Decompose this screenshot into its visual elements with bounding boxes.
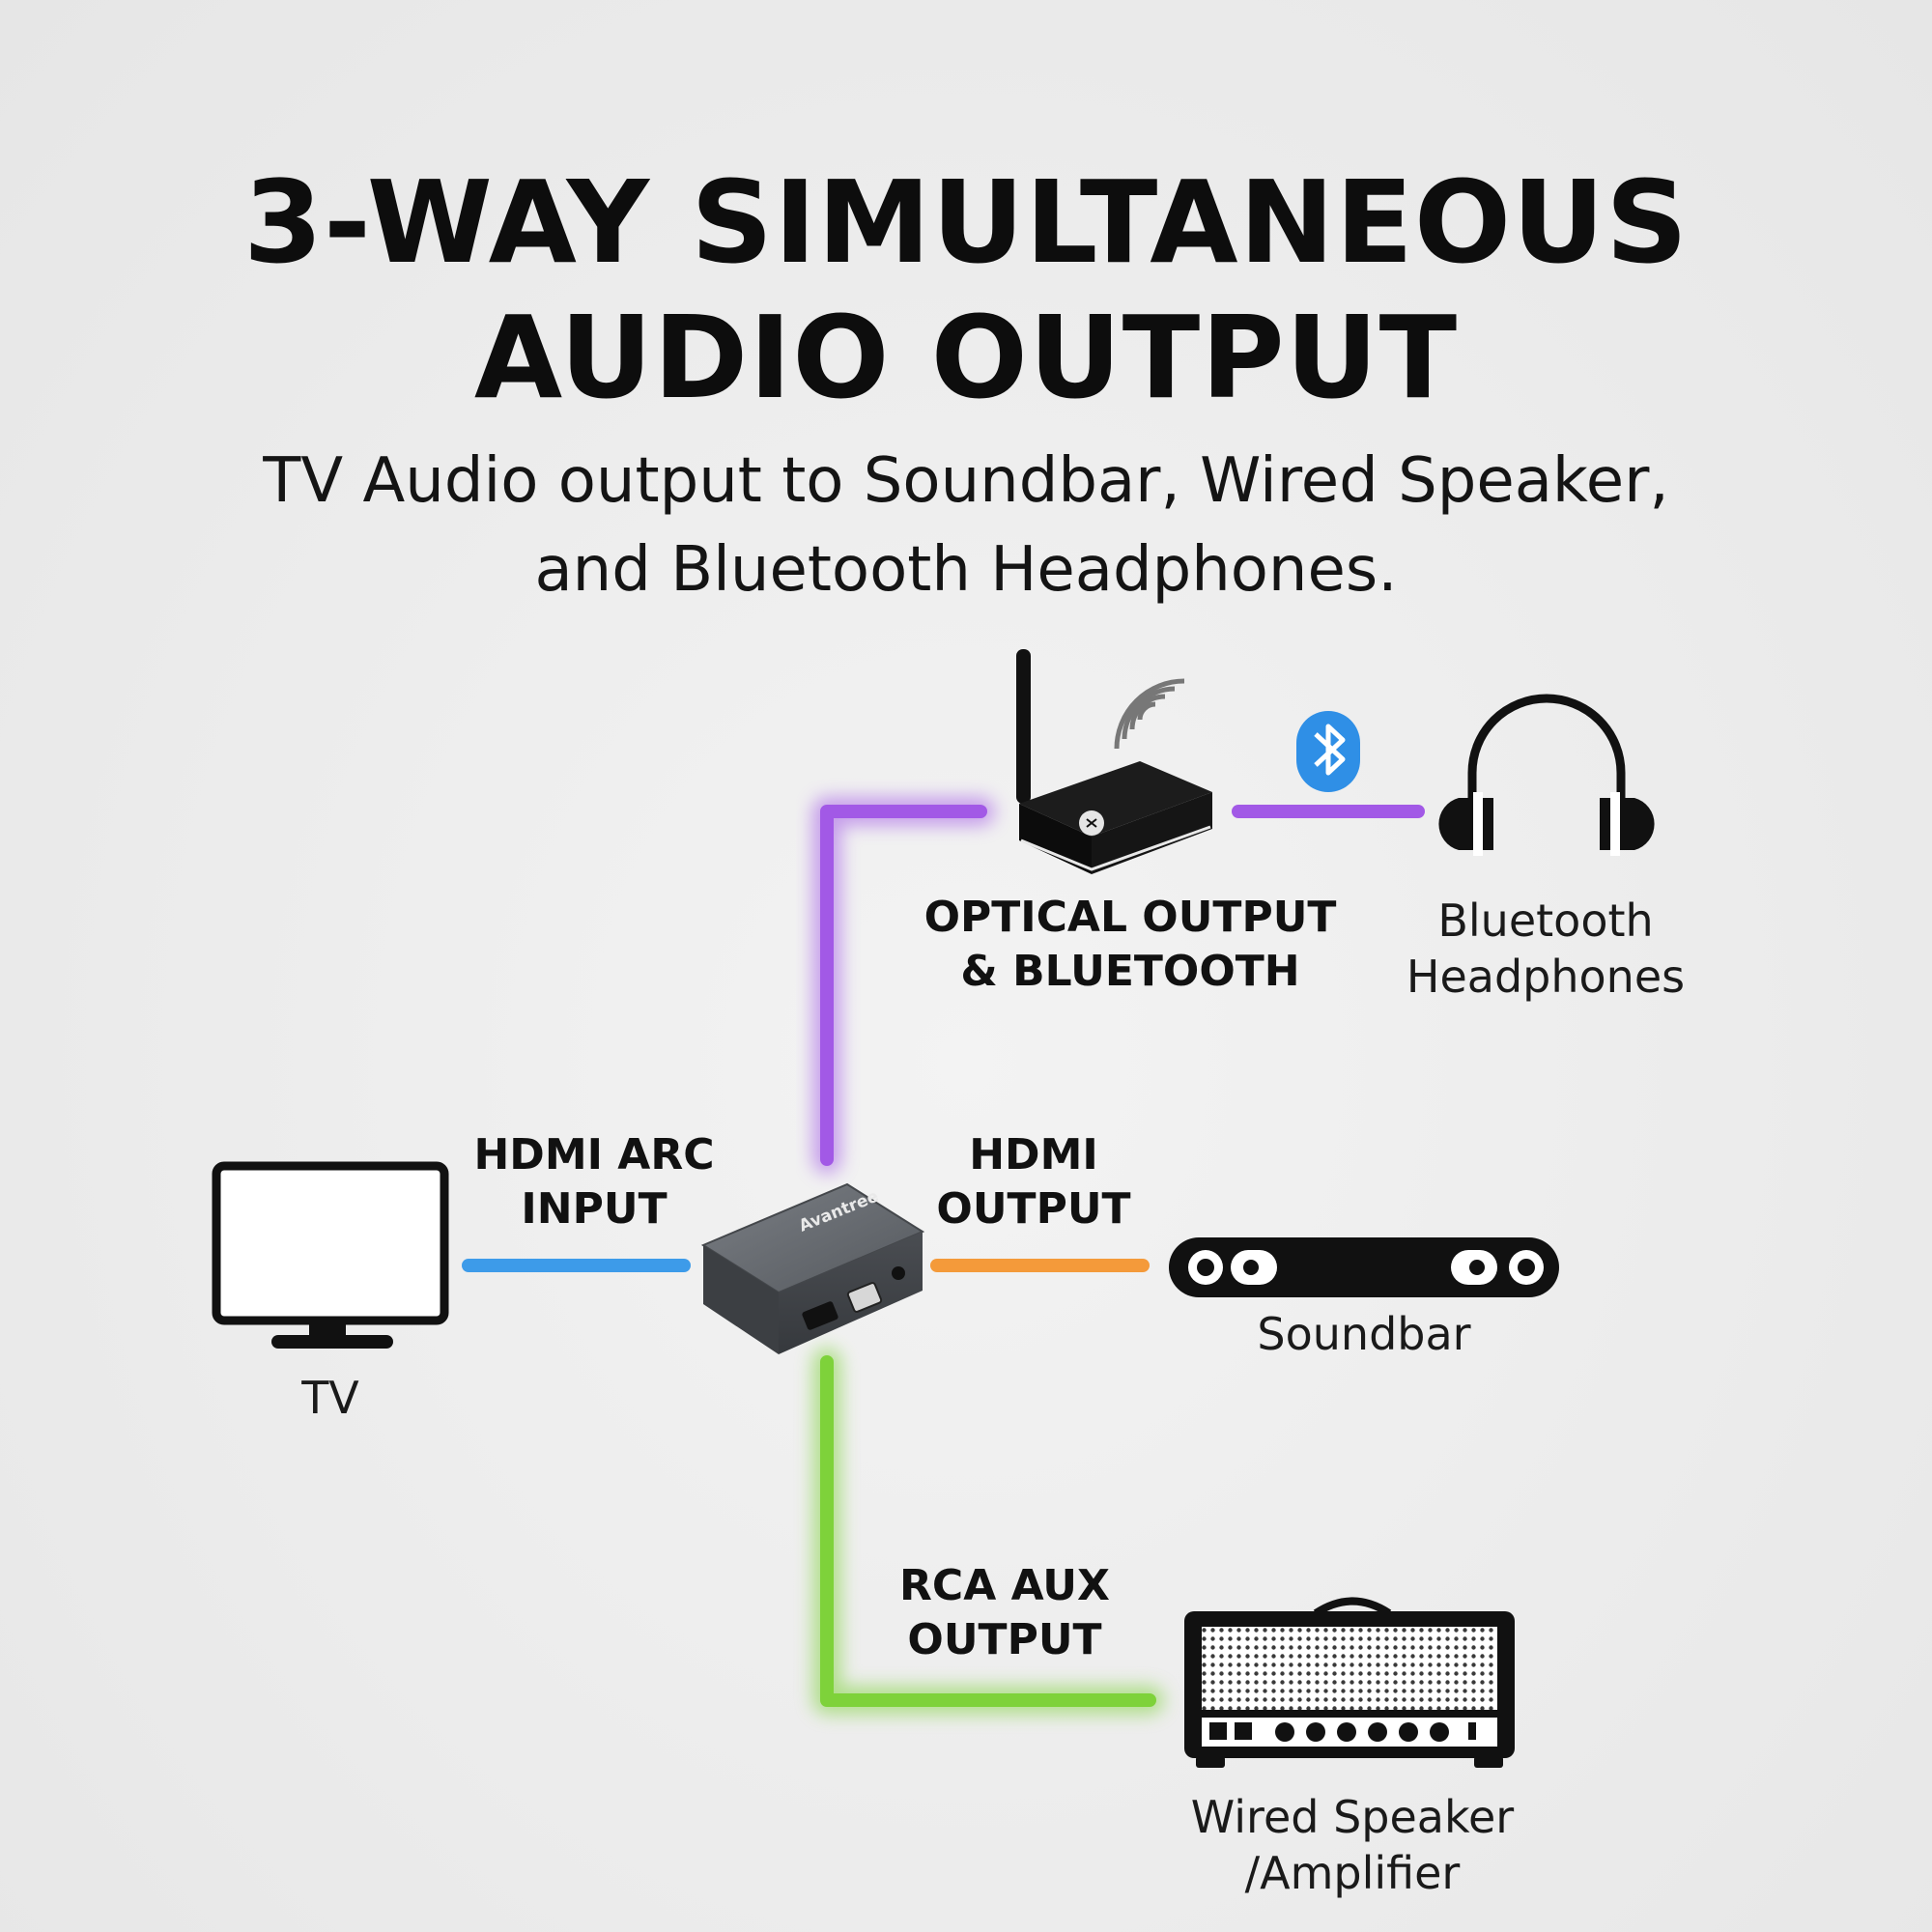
label-hdmi-output: HDMI OUTPUT (936, 1130, 1131, 1234)
title-line-2: AUDIO OUTPUT (473, 291, 1459, 424)
wireless-signal-icon (1114, 678, 1185, 750)
tv-icon (212, 1161, 449, 1349)
label-wired-speaker-amplifier: Wired Speaker /Amplifier (1190, 1791, 1515, 1899)
label-tv: TV (301, 1372, 359, 1424)
bluetooth-transmitter-icon (1016, 649, 1212, 874)
subtitle-line-2: and Bluetooth Headphones. (534, 534, 1398, 606)
audio-splitter-device: Avantree (700, 1182, 925, 1354)
title-line-1: 3-WAY SIMULTANEOUS (242, 156, 1690, 289)
page-subtitle: TV Audio output to Soundbar, Wired Speak… (0, 437, 1932, 614)
soundbar-icon (1169, 1237, 1559, 1297)
headphones-icon (1438, 694, 1655, 856)
label-bluetooth-headphones: Bluetooth Headphones (1406, 895, 1686, 1003)
bluetooth-icon (1296, 711, 1360, 792)
subtitle-line-1: TV Audio output to Soundbar, Wired Speak… (263, 445, 1669, 517)
line-rca-aux-output (812, 1348, 1164, 1715)
label-hdmi-arc-input: HDMI ARC INPUT (473, 1130, 715, 1234)
line-optical-bluetooth (812, 797, 995, 1174)
amplifier-icon (1184, 1597, 1515, 1768)
label-soundbar: Soundbar (1257, 1308, 1471, 1360)
label-optical-output-bluetooth: OPTICAL OUTPUT & BLUETOOTH (923, 893, 1337, 996)
label-rca-aux-output: RCA AUX OUTPUT (899, 1561, 1110, 1664)
page-title: 3-WAY SIMULTANEOUS AUDIO OUTPUT (0, 155, 1932, 425)
